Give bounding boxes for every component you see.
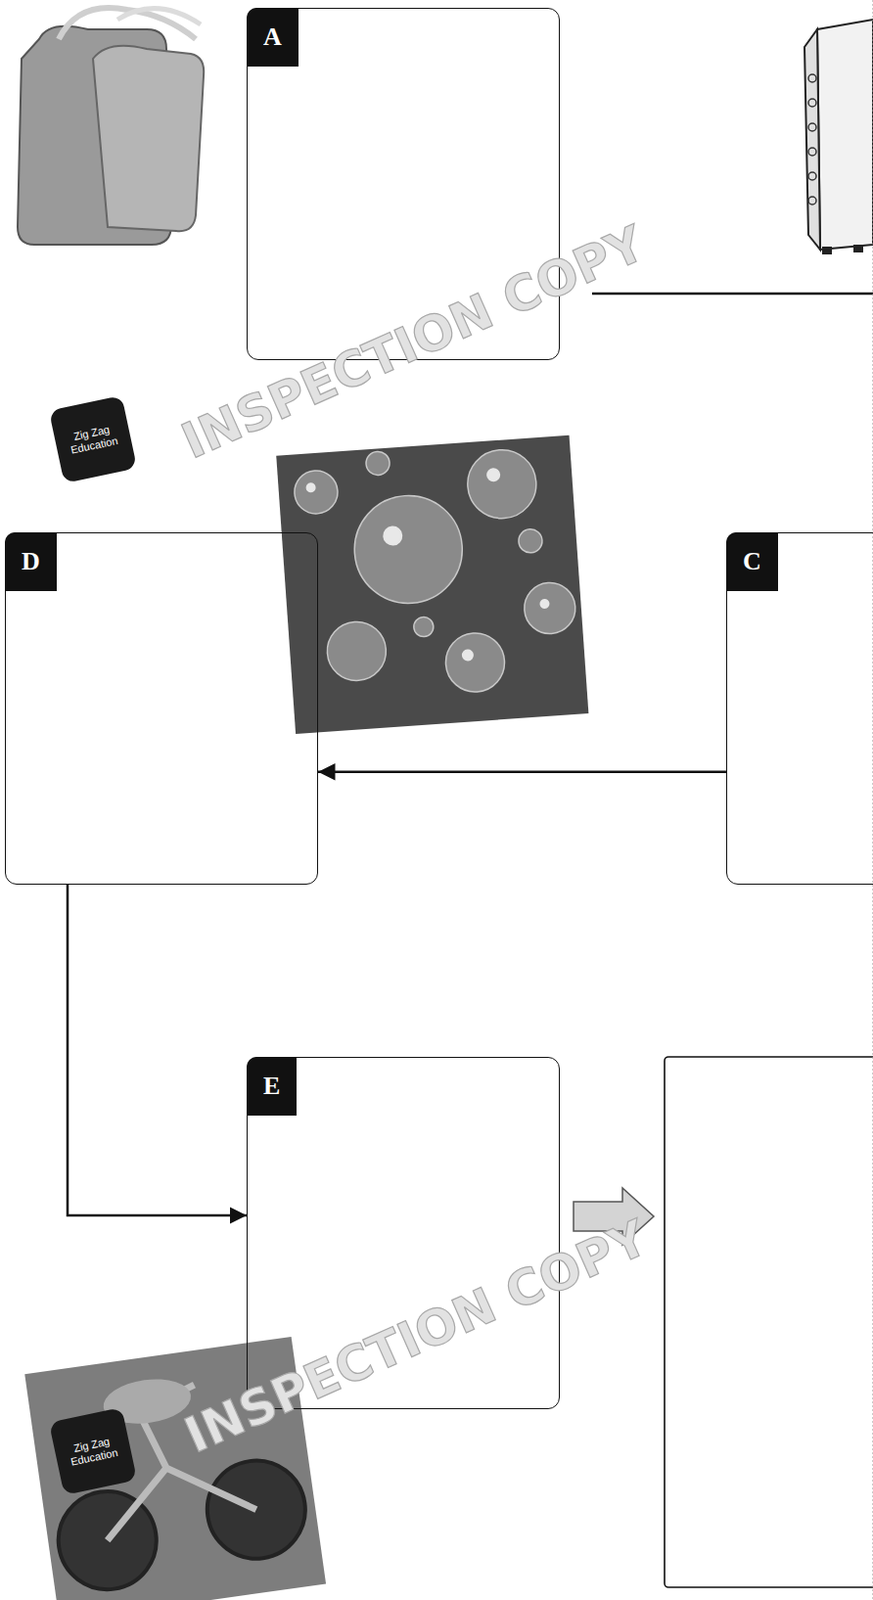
box-letter: E xyxy=(246,1056,297,1116)
logo-text: Zig Zag Education xyxy=(48,1407,138,1496)
arrow-connector xyxy=(67,884,247,1216)
bubbles-picture xyxy=(275,435,589,735)
watermark: INSPECTION COPY xyxy=(173,215,653,471)
watermark: INSPECTION COPY xyxy=(176,1209,656,1466)
answer-box xyxy=(664,1056,873,1588)
connector-line xyxy=(592,292,873,296)
box-letter: A xyxy=(246,7,299,67)
logo-text: Zig Zag Education xyxy=(48,395,138,484)
blood-bags xyxy=(17,7,204,245)
arrow-connector xyxy=(318,771,727,775)
box-letter: C xyxy=(726,532,779,592)
process-box: D xyxy=(4,532,319,885)
process-box: C xyxy=(726,532,873,885)
box-letter: D xyxy=(4,532,57,592)
fridge xyxy=(804,19,873,255)
